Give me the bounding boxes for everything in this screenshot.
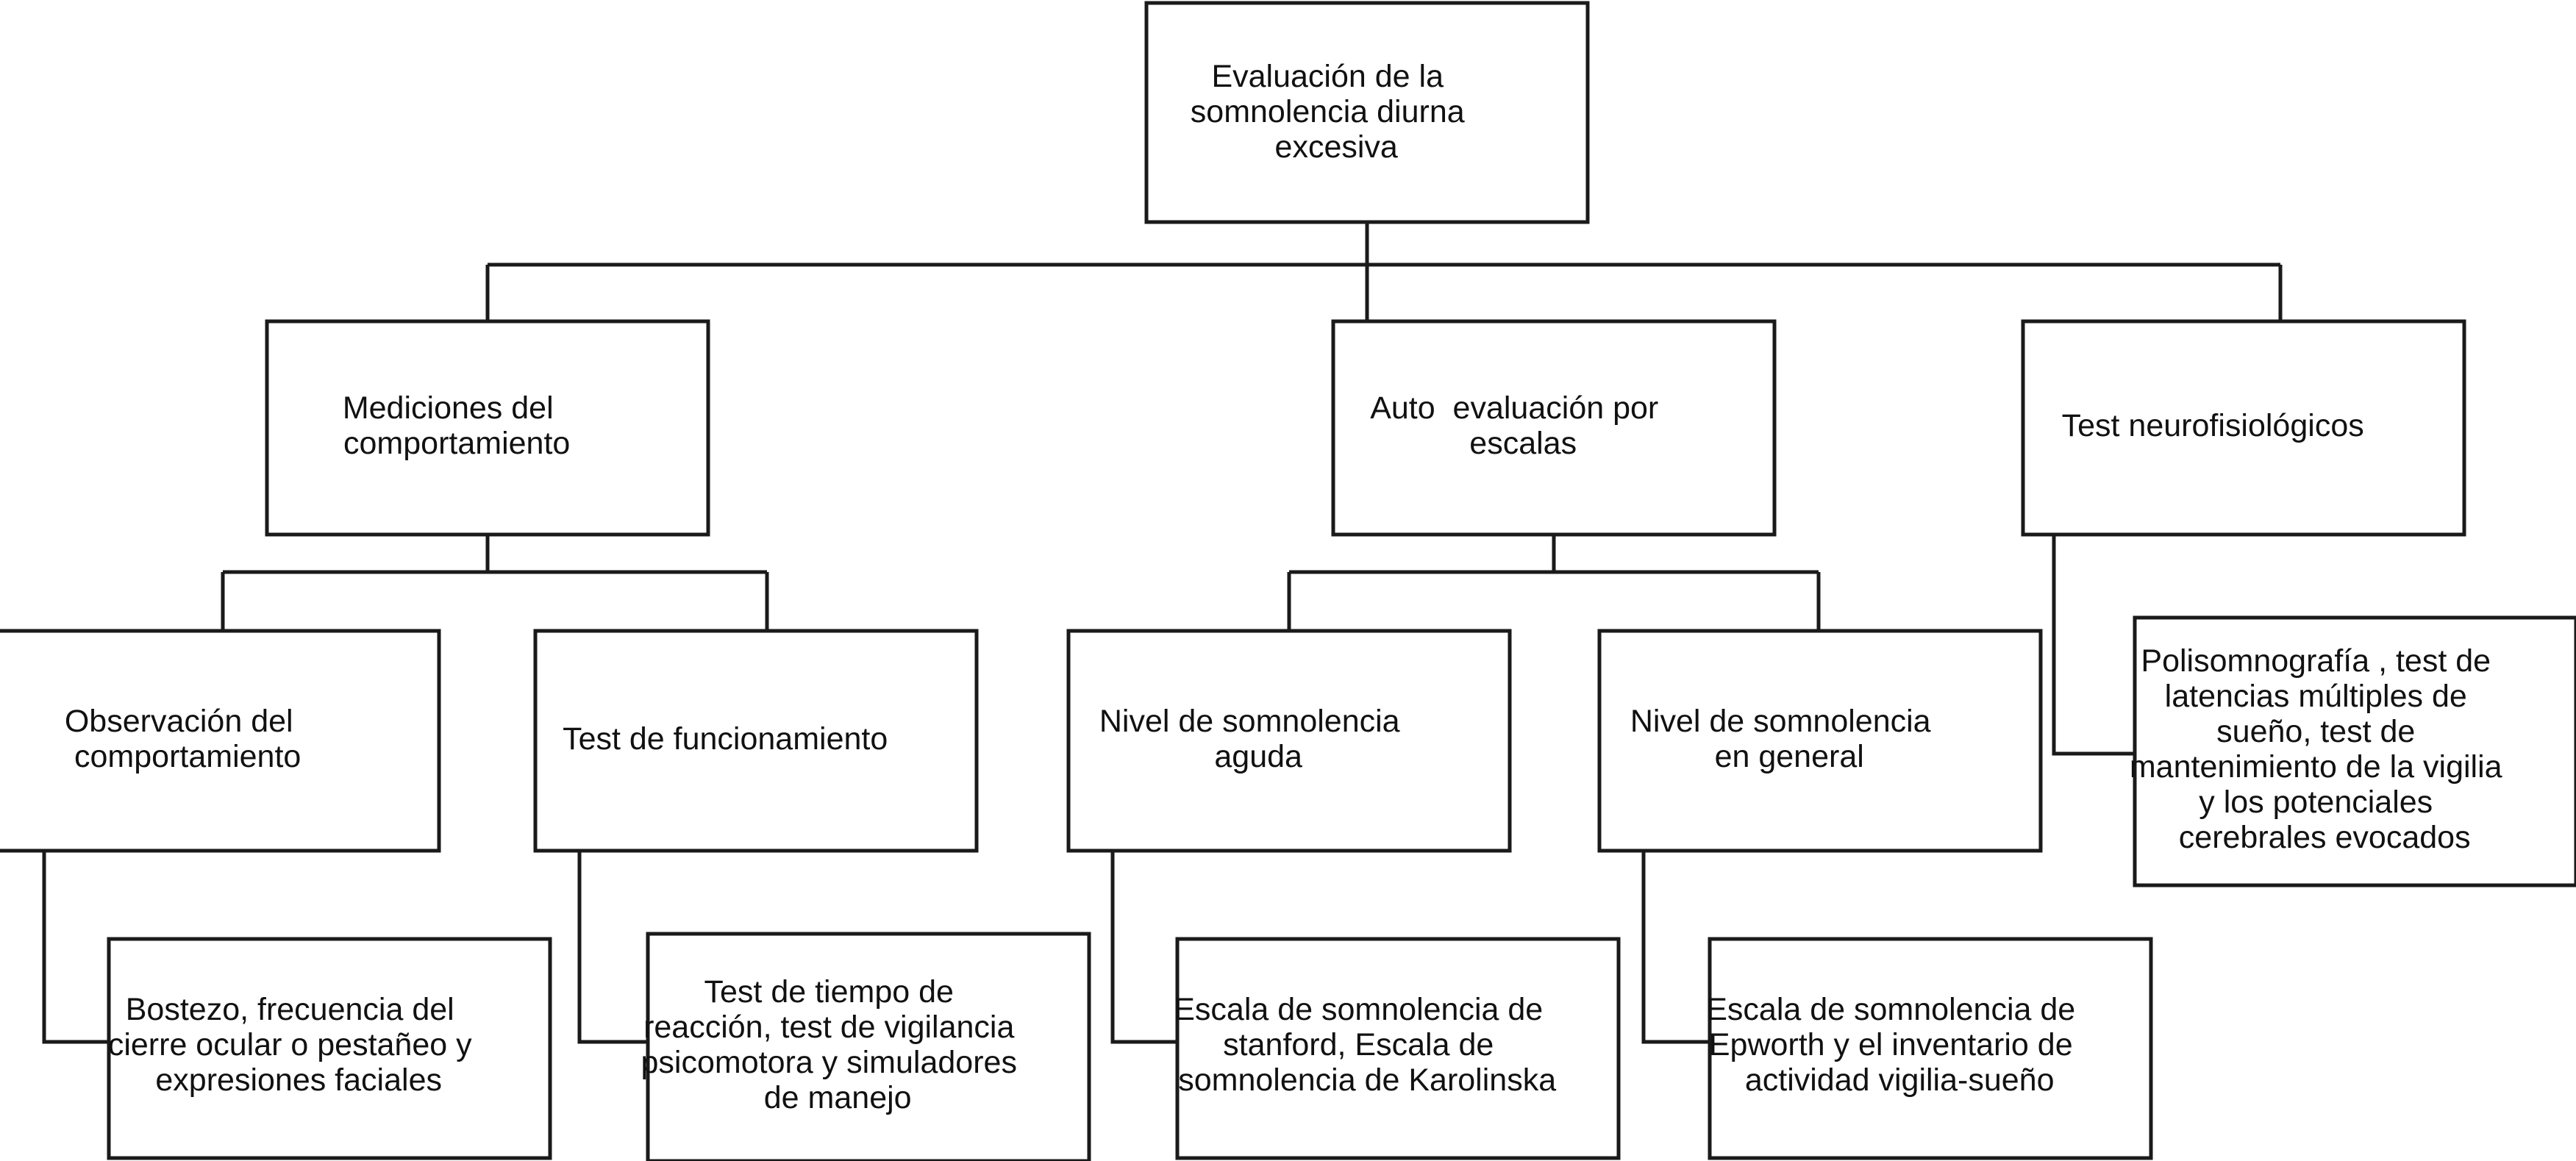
node-branch-selfeval-label: Auto evaluación por escalas [1370, 390, 1738, 461]
node-acute-detail[interactable]: Escala de somnolencia de stanford, Escal… [1174, 937, 1622, 1160]
edge-behavior-to-children-bus [221, 535, 769, 631]
node-general-detail-box[interactable] [1708, 937, 2153, 1160]
node-branch-behavior-label: Mediciones del comportamiento [343, 390, 632, 461]
node-branch-behavior[interactable]: Mediciones del comportamiento [265, 319, 710, 537]
node-acute-detail-label: Escala de somnolencia de stanford, Escal… [1174, 992, 1622, 1098]
node-performance-test-box[interactable] [533, 629, 979, 853]
node-obs-behavior-box[interactable] [0, 629, 441, 853]
node-branch-neuro-label: Test neurofisiológicos [2062, 408, 2426, 443]
node-acute-level-label: Nivel de somnolencia aguda [1099, 704, 1479, 774]
node-performance-test-label: Test de funcionamiento [563, 721, 949, 757]
edge-perf-to-detail [577, 851, 648, 1044]
node-root-label: Evaluación de la somnolencia diurna exce… [1191, 59, 1544, 165]
connector-layer [42, 222, 2283, 1044]
node-acute-detail-box[interactable] [1175, 937, 1621, 1160]
node-branch-selfeval-box[interactable] [1331, 319, 1777, 537]
node-observation-detail-label: Bostezo, frecuencia del cierre ocular o … [108, 992, 551, 1098]
node-root-box[interactable] [1144, 1, 1590, 224]
node-general-level[interactable]: Nivel de somnolencia en general [1597, 629, 2043, 853]
edge-acute-to-detail [1110, 851, 1177, 1044]
node-acute-level-box[interactable] [1066, 629, 1512, 853]
edge-obs-to-detail [42, 851, 109, 1044]
node-neuro-detail[interactable]: Polisomnografía , test de latencias múlt… [2130, 615, 2576, 887]
node-neuro-detail-box[interactable] [2133, 615, 2576, 887]
edge-neuro-to-detail [2052, 535, 2135, 756]
node-acute-level[interactable]: Nivel de somnolencia aguda [1066, 629, 1512, 853]
node-general-level-label: Nivel de somnolencia en general [1630, 704, 2010, 774]
node-branch-neuro-box[interactable] [2021, 319, 2466, 537]
node-performance-test[interactable]: Test de funcionamiento [533, 629, 979, 853]
node-observation-detail-box[interactable] [107, 937, 552, 1160]
node-general-detail-label: Escala de somnolencia de Epworth y el in… [1706, 992, 2155, 1098]
node-obs-behavior[interactable]: Observación del comportamiento [0, 629, 441, 853]
node-performance-detail-box[interactable] [646, 932, 1091, 1161]
node-root[interactable]: Evaluación de la somnolencia diurna exce… [1144, 1, 1590, 224]
edge-root-to-level1-bus [485, 222, 2283, 321]
node-performance-detail-label: Test de tiempo de reacción, test de vigi… [641, 974, 1096, 1115]
node-general-level-box[interactable] [1597, 629, 2043, 853]
edge-general-to-detail [1641, 851, 1710, 1044]
node-performance-detail[interactable]: Test de tiempo de reacción, test de vigi… [641, 932, 1096, 1161]
node-observation-detail[interactable]: Bostezo, frecuencia del cierre ocular o … [107, 937, 552, 1160]
node-neuro-detail-label: Polisomnografía , test de latencias múlt… [2130, 643, 2576, 855]
node-branch-neuro[interactable]: Test neurofisiológicos [2021, 319, 2466, 537]
node-branch-behavior-box[interactable] [265, 319, 710, 537]
node-branch-selfeval[interactable]: Auto evaluación por escalas [1331, 319, 1777, 537]
edge-selfeval-to-children-bus [1287, 535, 1821, 631]
node-general-detail[interactable]: Escala de somnolencia de Epworth y el in… [1706, 937, 2155, 1160]
node-obs-behavior-label: Observación del comportamiento [65, 704, 372, 774]
